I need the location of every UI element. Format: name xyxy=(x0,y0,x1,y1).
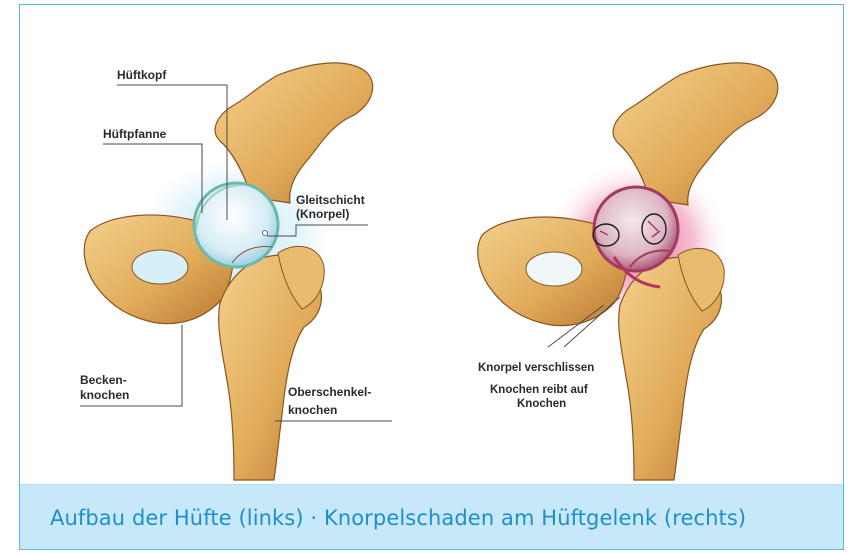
caption-bar: Aufbau der Hüfte (links) · Knorpelschade… xyxy=(20,484,843,549)
figure-caption: Aufbau der Hüfte (links) · Knorpelschade… xyxy=(50,506,746,530)
label-knochen-reibt-1: Knochen reibt auf xyxy=(490,384,588,396)
right-obturator-foramen xyxy=(526,252,582,286)
right-hip xyxy=(478,63,778,480)
left-cartilage-marker xyxy=(263,231,268,236)
figure-frame: Hüftkopf Hüftpfanne Gleitschicht (Knorpe… xyxy=(19,4,844,550)
label-knorpel: (Knorpel) xyxy=(296,207,349,221)
label-hueftkopf: Hüftkopf xyxy=(117,68,167,82)
label-becken-2: knochen xyxy=(80,388,129,402)
left-obturator-foramen xyxy=(132,250,188,284)
hip-illustration: Hüftkopf Hüftpfanne Gleitschicht (Knorpe… xyxy=(20,5,843,485)
label-knochen-reibt-2: Knochen xyxy=(517,398,566,410)
label-hueftpfanne: Hüftpfanne xyxy=(103,127,167,141)
label-oberschenkel-1: Oberschenkel- xyxy=(288,385,371,399)
label-becken-1: Becken- xyxy=(80,373,127,387)
label-knorpel-verschlissen: Knorpel verschlissen xyxy=(478,362,594,374)
label-gleitschicht: Gleitschicht xyxy=(296,193,365,207)
label-oberschenkel-2: knochen xyxy=(288,403,337,417)
left-femoral-head xyxy=(194,183,278,267)
left-hip xyxy=(84,63,372,480)
